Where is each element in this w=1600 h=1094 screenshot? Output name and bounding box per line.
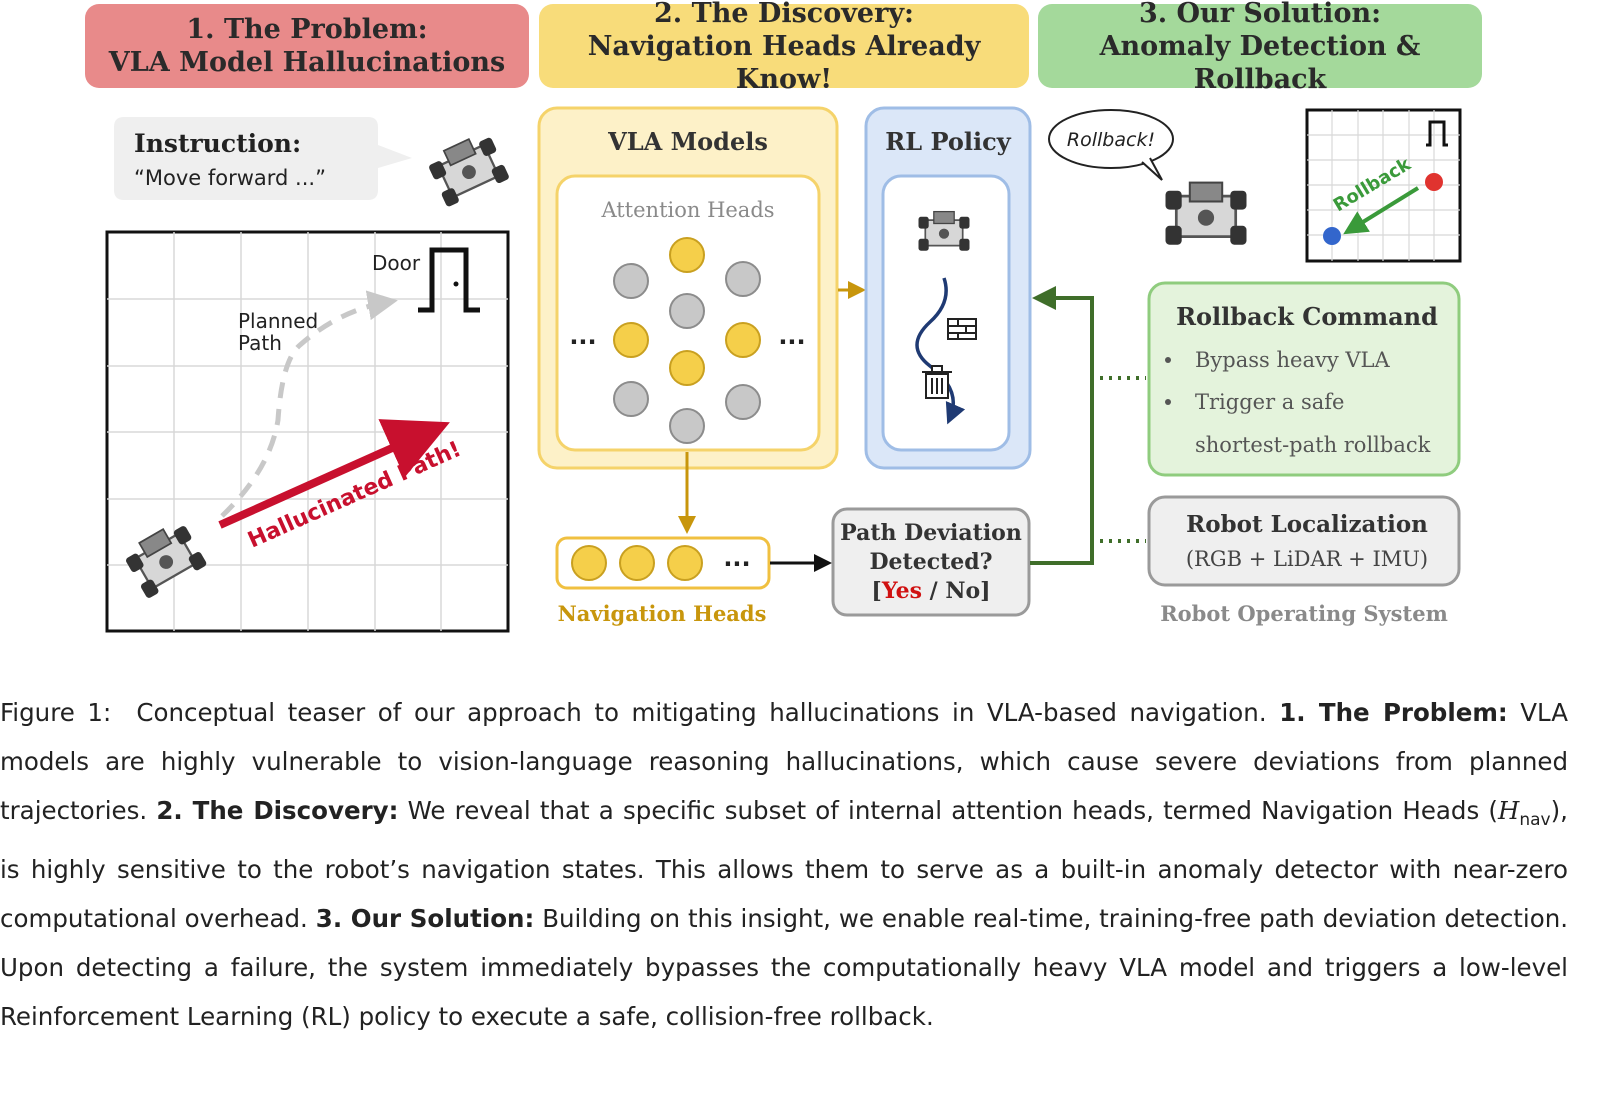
rollback-map-arrow: [1343, 186, 1420, 235]
navigation-heads-ellipsis: ···: [723, 550, 750, 578]
navigation-heads-box: [555, 536, 771, 590]
rl-policy-title: RL Policy: [885, 127, 1011, 156]
rollback-speech-bubble: [1048, 109, 1174, 169]
instruction-text: “Move forward ...”: [134, 166, 326, 190]
instruction-bubble: [114, 117, 412, 200]
attention-ellipsis-left: ···: [569, 328, 596, 356]
caption-solution-text: Building on this insight, we enable real…: [0, 903, 1569, 1031]
navigation-head-node: [667, 545, 703, 581]
trash-bin-icon: [922, 365, 952, 399]
header-solution-line2: Anomaly Detection & Rollback: [1099, 30, 1421, 95]
bullet-dot: [1165, 399, 1171, 405]
localization-sub: (RGB + LiDAR + IMU): [1186, 547, 1428, 571]
map-rollback-target: [1323, 227, 1341, 245]
deviation-box: [831, 507, 1031, 617]
header-problem: 1. The Problem: VLA Model Hallucinations: [85, 4, 529, 88]
rollback-command-box: [1147, 281, 1461, 477]
rollback-bullet-2: Trigger a safe: [1195, 390, 1344, 414]
caption-solution-heading: 3. Our Solution:: [315, 903, 535, 933]
caption-prefix: Figure 1:: [0, 698, 112, 727]
vla-models-title: VLA Models: [607, 127, 768, 156]
hallucinated-path-arrow: [218, 419, 450, 529]
navigation-heads-label: Navigation Heads: [558, 601, 767, 626]
deviation-line2: Detected?: [869, 549, 992, 575]
attention-ellipsis-right: ···: [778, 328, 805, 356]
instruction-label: Instruction:: [134, 129, 301, 158]
deviation-no: No: [945, 578, 980, 604]
attention-heads-label: Attention Heads: [600, 198, 774, 222]
caption-symbol-sub: nav: [1519, 809, 1551, 830]
header-solution: 3. Our Solution: Anomaly Detection & Rol…: [1038, 0, 1482, 95]
attention-head-node: [613, 263, 649, 299]
planned-path-label-line1: Planned: [238, 309, 318, 333]
deviation-to-rl-arrow: [1030, 286, 1094, 565]
planned-path-label-line2: Path: [238, 331, 282, 355]
attention-head-node: [725, 261, 761, 297]
robot-icon-rl: [917, 210, 971, 252]
bullet-dot: [1165, 357, 1171, 363]
caption-discovery-text-b: ), is highly sensitive to the robot’s na…: [0, 796, 1568, 933]
attention-head-node: [613, 381, 649, 417]
deviation-line1: Path Deviation: [840, 520, 1022, 546]
robot-icon-solution: [1164, 181, 1248, 247]
brick-wall-icon: [947, 318, 977, 340]
caption-discovery-text-a: We reveal that a specific subset of inte…: [407, 796, 1498, 825]
attention-head-node: [613, 322, 649, 358]
map-current-position: [1425, 173, 1443, 191]
door-icon: [418, 247, 480, 313]
figure-caption: Figure 1: Conceptual teaser of our appro…: [0, 688, 1568, 1041]
deviation-sep: /: [922, 578, 945, 604]
header-discovery-line1: 2. The Discovery:: [654, 0, 914, 29]
localization-box: [1147, 495, 1461, 587]
rl-policy-inner-box: [881, 174, 1011, 452]
caption-intro: Conceptual teaser of our approach to mit…: [136, 698, 1267, 727]
attention-head-node: [725, 384, 761, 420]
figure-diagram: Instruction: “Move forward ...” Door Pla…: [105, 106, 1462, 633]
attention-head-node: [669, 293, 705, 329]
caption-problem-heading: 1. The Problem:: [1279, 698, 1508, 727]
attention-head-node: [669, 350, 705, 386]
attention-head-node: [725, 322, 761, 358]
deviation-answer: [Yes / No]: [871, 578, 990, 604]
caption-problem-text: VLA models are highly vulnerable to visi…: [0, 698, 1568, 825]
attention-head-nodes: [613, 237, 761, 444]
attention-head-node: [669, 237, 705, 273]
rl-trajectory: [915, 277, 966, 425]
ros-label: Robot Operating System: [1160, 601, 1448, 626]
door-label: Door: [372, 251, 421, 275]
header-discovery: 2. The Discovery: Navigation Heads Alrea…: [539, 0, 1029, 95]
planned-path: [220, 290, 398, 518]
header-problem-line2: VLA Model Hallucinations: [108, 47, 506, 78]
header-solution-line1: 3. Our Solution:: [1138, 0, 1382, 29]
map-door-icon: [1426, 120, 1448, 147]
caption-symbol: H: [1497, 796, 1520, 825]
rollback-bullet-3: shortest-path rollback: [1195, 433, 1431, 457]
header-discovery-line2: Navigation Heads Already Know!: [587, 30, 981, 95]
localization-title: Robot Localization: [1186, 511, 1428, 538]
rollback-speech-text: Rollback!: [1067, 129, 1155, 151]
rollback-bullet-1: Bypass heavy VLA: [1195, 348, 1390, 372]
navigation-head-node: [619, 545, 655, 581]
header-problem-line1: 1. The Problem:: [186, 14, 428, 45]
rollback-command-title: Rollback Command: [1176, 302, 1438, 331]
attention-head-node: [669, 408, 705, 444]
navigation-head-node: [571, 545, 607, 581]
robot-icon-top: [423, 129, 512, 209]
deviation-yes: Yes: [881, 578, 922, 604]
navigation-head-nodes: [571, 545, 703, 581]
caption-discovery-heading: 2. The Discovery:: [156, 796, 399, 825]
